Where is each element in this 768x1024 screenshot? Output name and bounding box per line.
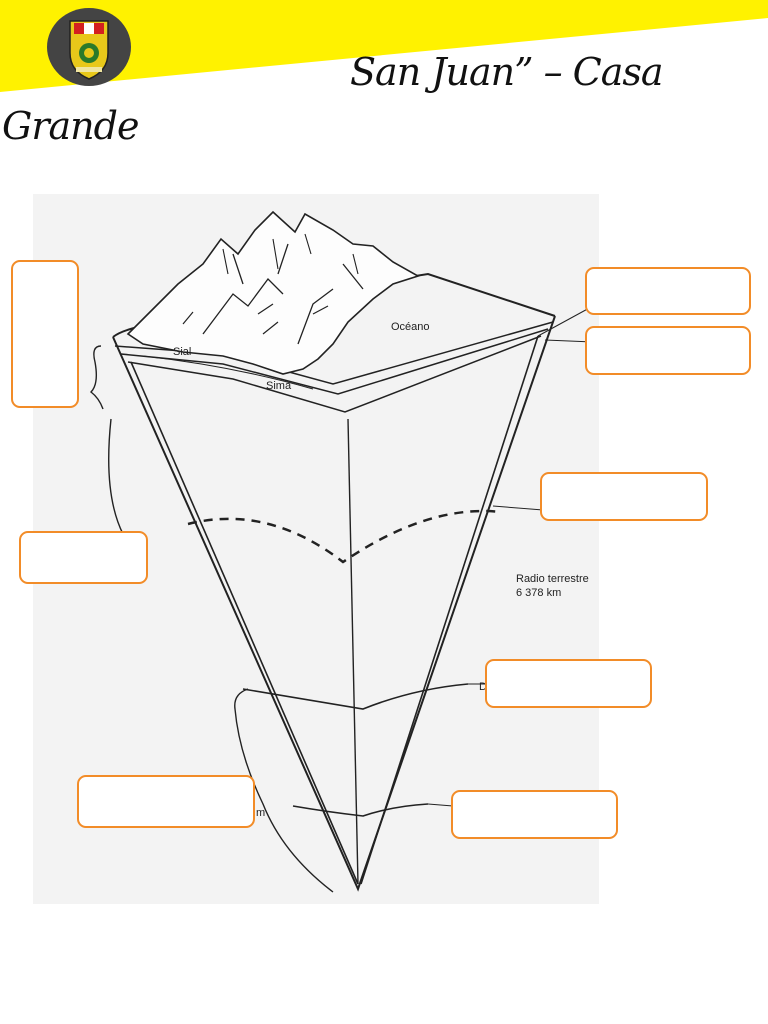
answer-box-right-5[interactable] (451, 790, 618, 839)
school-crest-icon (47, 8, 131, 86)
leader-lines (427, 305, 594, 807)
label-d-fragment: D (479, 681, 487, 693)
label-radius-line2: 6 378 km (516, 587, 561, 599)
cone-outline (112, 315, 556, 892)
answer-box-left-bottom[interactable] (77, 775, 255, 828)
mountains (126, 210, 420, 375)
crust-layer-3 (127, 335, 542, 413)
cone-inner-left (130, 361, 359, 885)
answer-box-left-middle[interactable] (19, 531, 148, 584)
mantle-boundary-dashed (187, 509, 502, 564)
label-oceano: Océano (391, 321, 430, 333)
header-banner (0, 0, 768, 92)
cone-inner-right (360, 335, 539, 885)
label-m-fragment: m (256, 807, 265, 819)
center-axis (347, 418, 359, 885)
answer-box-right-2[interactable] (585, 326, 751, 375)
inner-core-boundary (292, 803, 429, 817)
page-title-line1: San Juan” – Casa (350, 50, 664, 94)
label-radius-line1: Radio terrestre (516, 573, 589, 585)
label-sial: Sial (173, 346, 191, 358)
answer-box-left-top[interactable] (11, 260, 79, 408)
answer-box-right-4[interactable] (485, 659, 652, 708)
answer-box-right-1[interactable] (585, 267, 751, 315)
answer-box-right-3[interactable] (540, 472, 708, 521)
label-sima: Sima (266, 380, 292, 392)
outer-core-boundary (242, 683, 469, 710)
crust-layer-2 (120, 328, 549, 395)
sima-boundary (142, 355, 314, 390)
page-title-line2: Grande (2, 104, 139, 148)
